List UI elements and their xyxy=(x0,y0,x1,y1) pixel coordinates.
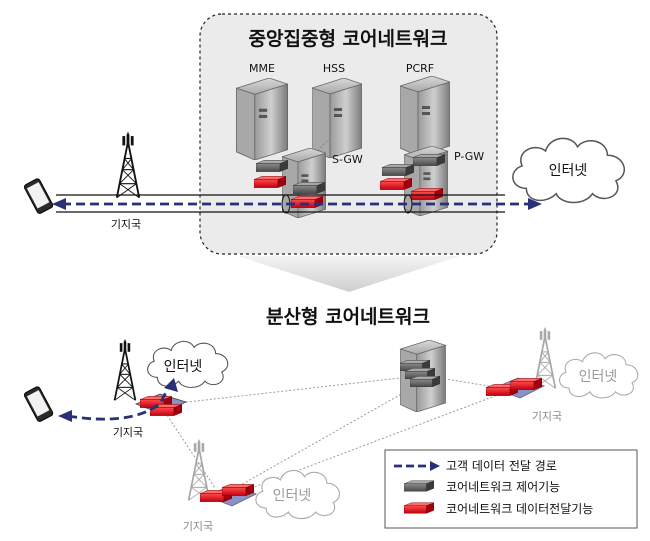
hss-label: HSS xyxy=(323,62,345,75)
tower-icon xyxy=(113,338,137,402)
sgw-label: S-GW xyxy=(332,153,363,166)
interconnect-lines xyxy=(164,377,501,495)
mme-server xyxy=(236,78,288,160)
data-box xyxy=(510,378,542,390)
pcrf-label: PCRF xyxy=(406,62,434,75)
mme-label: MME xyxy=(249,62,275,75)
hss-sgw-link xyxy=(309,137,331,159)
legend: 고객 데이터 전달 경로 코어네트워크 제어기능 코어네트워크 데이터전달기능 xyxy=(384,449,638,529)
pcrf-server xyxy=(400,76,450,156)
top-path-arrow-left xyxy=(52,198,66,210)
bottom-bottom-base-station-label: 기지국 xyxy=(183,520,213,533)
bottom-path-arrow-up xyxy=(164,378,178,392)
control-box xyxy=(382,164,414,176)
control-box xyxy=(293,182,325,194)
bottom-title: 분산형 코어네트워크 xyxy=(266,306,430,328)
data-box xyxy=(291,196,323,208)
legend-path-label: 고객 데이터 전달 경로 xyxy=(446,459,557,473)
data-box xyxy=(254,176,286,188)
bottom-path-arrow-left xyxy=(58,410,72,422)
control-box xyxy=(256,160,288,172)
top-internet-label: 인터넷 xyxy=(549,163,588,179)
bottom-data-path xyxy=(67,383,172,421)
top-base-station-label: 기지국 xyxy=(111,218,141,231)
bottom-bottom-internet-label: 인터넷 xyxy=(273,488,312,504)
phone-icon xyxy=(24,178,54,215)
control-box xyxy=(413,154,445,166)
data-box xyxy=(380,178,412,190)
legend-control-label: 코어네트워크 제어기능 xyxy=(446,480,560,494)
pgw-label: P-GW xyxy=(454,150,484,163)
data-box xyxy=(222,484,254,496)
tunnel xyxy=(56,194,505,213)
legend-data-swatch xyxy=(404,502,434,514)
data-box xyxy=(411,188,443,200)
legend-data-label: 코어네트워크 데이터전달기능 xyxy=(446,502,593,516)
top-title: 중앙집중형 코어네트워크 xyxy=(249,28,448,50)
top-path-arrow-right xyxy=(528,198,542,210)
control-box xyxy=(410,376,440,387)
bottom-right-base-station-label: 기지국 xyxy=(532,410,562,423)
legend-control-swatch xyxy=(404,480,434,492)
transition-arrow xyxy=(238,256,460,292)
hss-server xyxy=(312,78,362,158)
bottom-right-internet-label: 인터넷 xyxy=(579,369,618,385)
bottom-left-internet-label: 인터넷 xyxy=(164,359,203,375)
phone-icon xyxy=(24,386,54,423)
tower-icon xyxy=(115,132,141,198)
bottom-left-base-station-label: 기지국 xyxy=(113,426,143,439)
